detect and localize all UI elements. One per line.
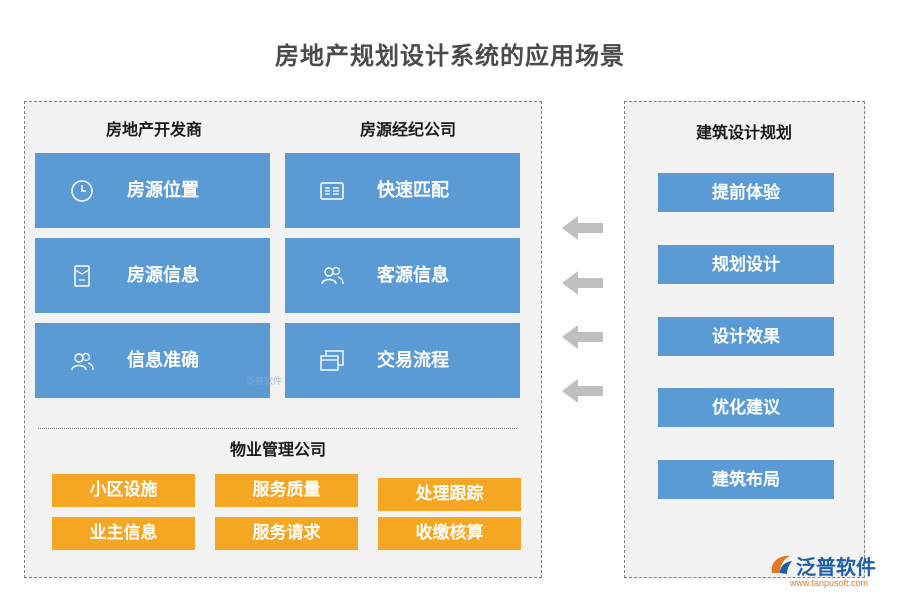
tile-property-location: 房源位置 (35, 153, 270, 228)
divider (38, 428, 517, 429)
arrow-left-icon (562, 325, 603, 349)
id-card-icon (320, 182, 344, 200)
windows-icon (320, 350, 344, 371)
arrow-left-icon (562, 379, 603, 403)
arrow-left-icon (562, 271, 603, 295)
brand-name: 泛普软件 (796, 557, 876, 579)
design-item-layout: 建筑布局 (658, 460, 834, 499)
tile-label: 快速匹配 (377, 180, 449, 200)
design-item-preview: 提前体验 (658, 173, 834, 212)
developer-heading: 房地产开发商 (105, 122, 202, 139)
document-icon (74, 265, 90, 287)
property-item-service-quality: 服务质量 (215, 474, 358, 507)
tile-label: 客源信息 (377, 265, 449, 285)
design-item-effect: 设计效果 (658, 317, 834, 356)
watermark: 泛普软件 (246, 376, 283, 386)
arrow-left-icon (562, 216, 603, 240)
broker-heading: 房源经纪公司 (359, 122, 456, 139)
tile-transaction-flow: 交易流程 (285, 323, 520, 398)
tile-label: 信息准确 (127, 350, 199, 370)
design-item-planning: 规划设计 (658, 245, 834, 284)
property-item-facilities: 小区设施 (52, 474, 195, 507)
clock-icon (71, 180, 93, 202)
tile-accurate-info: 信息准确 (35, 323, 270, 398)
property-item-fee-accounting: 收缴核算 (378, 517, 521, 550)
design-item-optimization: 优化建议 (658, 388, 834, 427)
brand-logo-icon (771, 555, 792, 574)
users-icon (71, 352, 94, 371)
brand-url: www.fanpusoft.com (790, 578, 869, 588)
design-heading: 建筑设计规划 (695, 125, 792, 142)
property-item-tracking: 处理跟踪 (378, 478, 521, 511)
tile-quick-match: 快速匹配 (285, 153, 520, 228)
property-item-service-request: 服务请求 (215, 517, 358, 550)
tile-label: 交易流程 (377, 350, 449, 370)
property-heading: 物业管理公司 (229, 442, 326, 459)
tile-client-info: 客源信息 (285, 238, 520, 313)
tile-label: 房源信息 (127, 265, 199, 285)
diagram-title: 房地产规划设计系统的应用场景 (275, 43, 625, 70)
tile-property-info: 房源信息 (35, 238, 270, 313)
users-icon (321, 266, 344, 285)
property-item-owner-info: 业主信息 (52, 517, 195, 550)
tile-label: 房源位置 (127, 180, 199, 200)
brand-logo: 泛普软件 www.fanpusoft.com (766, 551, 890, 591)
